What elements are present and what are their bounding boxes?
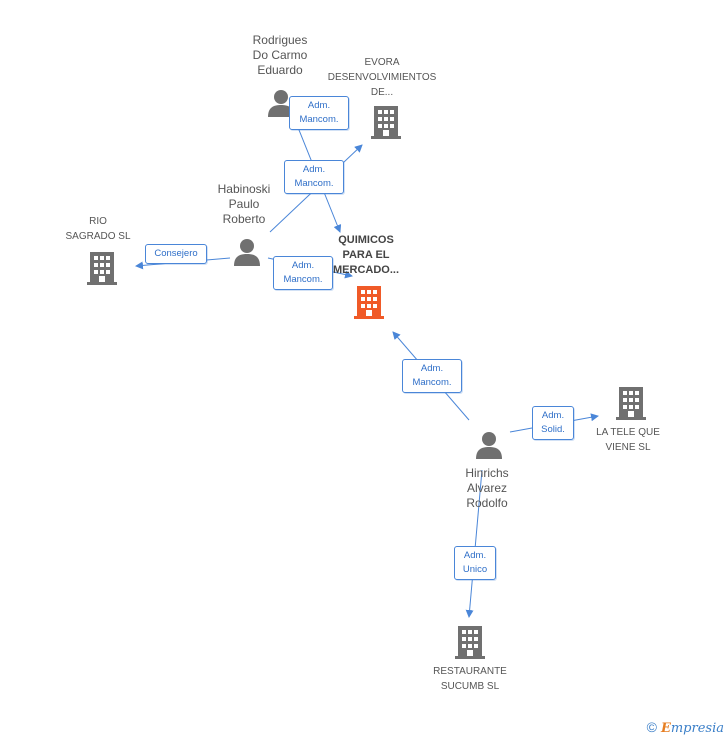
hinrichs-label-line: Rodolfo bbox=[466, 496, 508, 510]
rodrigues-label-line: Eduardo bbox=[257, 63, 303, 77]
relation-badge-line: Adm. bbox=[463, 550, 487, 561]
evora-label-line: DE... bbox=[370, 87, 394, 98]
relation-badge-line: Adm. bbox=[302, 164, 326, 175]
relation-badge-hinrichs-quimicos[interactable]: Adm. Mancom. bbox=[402, 359, 462, 393]
edge-hinrichs-restaurante bbox=[465, 469, 483, 618]
relation-badge-line: Mancom. bbox=[412, 377, 452, 388]
copyright-symbol: © bbox=[646, 719, 657, 735]
hinrichs-label[interactable]: Hinrichs Alvarez Rodolfo bbox=[441, 466, 533, 511]
building-icon[interactable] bbox=[85, 250, 119, 286]
relation-badge-line: Mancom. bbox=[294, 178, 334, 189]
relation-badge-line: Solid. bbox=[541, 424, 565, 435]
habinoski-label-line: Paulo bbox=[228, 197, 260, 211]
building-icon[interactable] bbox=[352, 284, 386, 320]
quimicos-label[interactable]: QUIMICOS PARA EL MERCADO... bbox=[318, 233, 414, 278]
relation-badge-hinrichs-la-tele[interactable]: Adm. Solid. bbox=[532, 406, 574, 440]
evora-label-line: EVORA bbox=[364, 57, 400, 68]
relation-badge-habinoski-quimicos[interactable]: Adm. Mancom. bbox=[273, 256, 333, 290]
hinrichs-label-line: Hinrichs bbox=[465, 466, 509, 480]
relation-badge-line: Adm. bbox=[307, 100, 331, 111]
relation-badge-line: Mancom. bbox=[299, 114, 339, 125]
hinrichs-label-line: Alvarez bbox=[466, 481, 507, 495]
restaurante-label[interactable]: RESTAURANTE SUCUMB SL bbox=[418, 664, 522, 694]
la-tele-label-line: VIENE SL bbox=[605, 442, 651, 453]
habinoski-label-line: Roberto bbox=[222, 212, 266, 226]
quimicos-label-line: MERCADO... bbox=[333, 264, 399, 276]
la-tele-label-line: LA TELE QUE bbox=[596, 427, 660, 438]
person-icon[interactable] bbox=[474, 430, 504, 460]
rio-sagrado-label-line: RIO bbox=[89, 216, 107, 227]
rodrigues-label-line: Do Carmo bbox=[252, 48, 308, 62]
relation-badge-line: Adm. bbox=[541, 410, 565, 421]
quimicos-label-line: PARA EL bbox=[342, 249, 390, 261]
quimicos-label-line: QUIMICOS bbox=[338, 234, 394, 246]
building-icon[interactable] bbox=[453, 624, 487, 660]
brand-initial: E bbox=[660, 721, 671, 736]
relation-badge-line: Adm. bbox=[291, 260, 315, 271]
relation-badge-rodrigues-quimicos[interactable]: Adm. Mancom. bbox=[289, 96, 349, 130]
evora-label-line: DESENVOLVIMIENTOS bbox=[327, 72, 437, 83]
building-icon[interactable] bbox=[614, 385, 648, 421]
relation-badge-habinoski-evora[interactable]: Adm. Mancom. bbox=[284, 160, 344, 194]
relation-badge-line: Unico bbox=[462, 564, 488, 575]
rio-sagrado-label-line: SAGRADO SL bbox=[65, 231, 131, 242]
la-tele-label[interactable]: LA TELE QUE VIENE SL bbox=[578, 425, 678, 455]
building-icon[interactable] bbox=[369, 104, 403, 140]
rodrigues-label[interactable]: Rodrigues Do Carmo Eduardo bbox=[235, 33, 325, 78]
rio-sagrado-label[interactable]: RIO SAGRADO SL bbox=[50, 214, 146, 244]
relation-badge-line: Consejero bbox=[154, 248, 198, 259]
rodrigues-label-line: Rodrigues bbox=[252, 33, 308, 47]
habinoski-label[interactable]: Habinoski Paulo Roberto bbox=[198, 182, 290, 227]
person-icon[interactable] bbox=[232, 237, 262, 267]
relation-badge-line: Adm. bbox=[420, 363, 444, 374]
relation-badge-line: Mancom. bbox=[283, 274, 323, 285]
habinoski-label-line: Habinoski bbox=[217, 182, 271, 196]
person-icon[interactable] bbox=[266, 88, 296, 118]
brand-name: mpresia bbox=[670, 721, 724, 736]
evora-label[interactable]: EVORA DESENVOLVIMIENTOS DE... bbox=[316, 55, 448, 100]
relation-badge-hinrichs-restaurante[interactable]: Adm. Unico bbox=[454, 546, 496, 580]
restaurante-label-line: RESTAURANTE bbox=[433, 666, 507, 677]
restaurante-label-line: SUCUMB SL bbox=[440, 681, 500, 692]
empresia-watermark: ©Empresia bbox=[647, 719, 724, 736]
relation-badge-habinoski-rio-sagrado[interactable]: Consejero bbox=[145, 244, 207, 264]
